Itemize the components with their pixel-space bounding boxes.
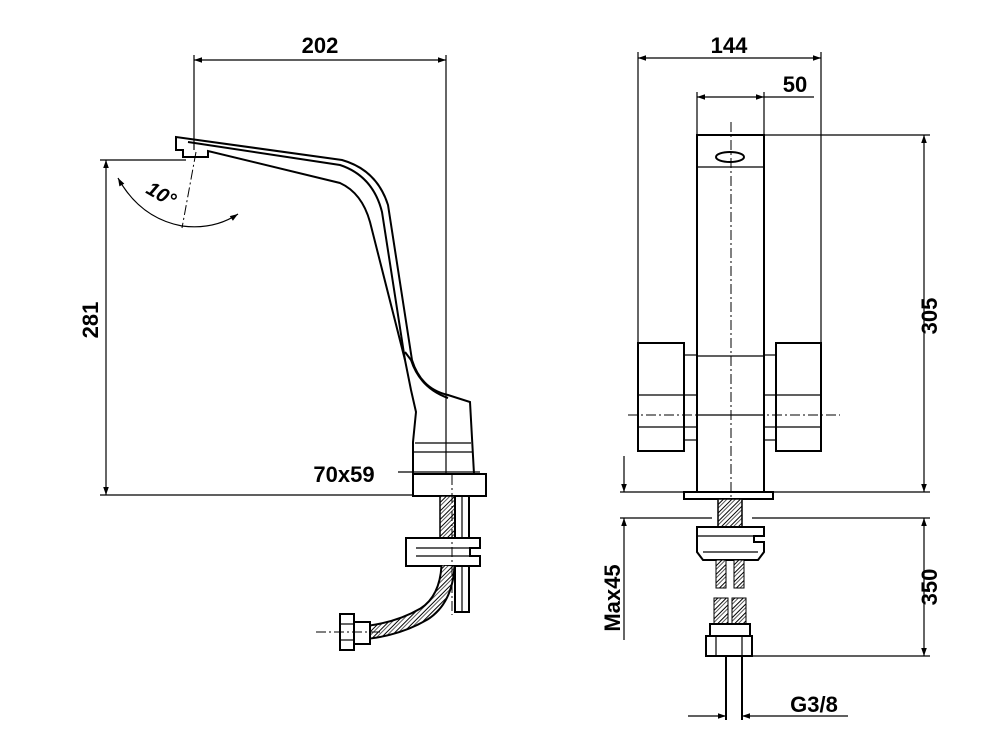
- label-spout-angle: 10°: [142, 178, 180, 213]
- label-base-plate: 70x59: [313, 462, 374, 487]
- braided-hose: [339, 565, 456, 651]
- front-view: 144 50 305 Max45: [600, 33, 942, 720]
- dimension-spout-angle: 10°: [117, 177, 239, 228]
- dimension-connection-thread: G3/8: [688, 692, 848, 719]
- mounting-shank-front: [696, 498, 765, 720]
- label-hose-length: 350: [917, 569, 942, 606]
- label-spout-reach: 202: [302, 33, 339, 58]
- faucet-body-front: [696, 134, 765, 493]
- label-connection-thread: G3/8: [790, 692, 838, 717]
- dimension-base-plate: 70x59: [313, 462, 480, 487]
- faucet-body-side: [175, 135, 476, 475]
- label-deck-thickness: Max45: [600, 564, 625, 631]
- dimension-spout-reach: 202: [193, 33, 447, 475]
- base-plate: [412, 473, 487, 497]
- left-handle: [637, 342, 697, 452]
- label-total-width: 144: [711, 33, 748, 58]
- side-view: 202 281 10° 70x59: [78, 33, 487, 651]
- label-body-width: 50: [783, 72, 807, 97]
- dimension-total-height: 305: [764, 134, 942, 493]
- right-handle: [764, 342, 822, 452]
- dimension-body-width: 50: [696, 72, 814, 135]
- dimension-spout-height: 281: [78, 159, 414, 496]
- base-plate-front: [683, 491, 774, 500]
- label-spout-height: 281: [78, 302, 103, 339]
- mounting-shank: [405, 495, 481, 613]
- label-total-height: 305: [917, 298, 942, 335]
- dimension-total-width: 144: [637, 33, 822, 343]
- dimension-hose-length: 350: [752, 517, 942, 657]
- dimension-deck-thickness: Max45: [600, 456, 712, 640]
